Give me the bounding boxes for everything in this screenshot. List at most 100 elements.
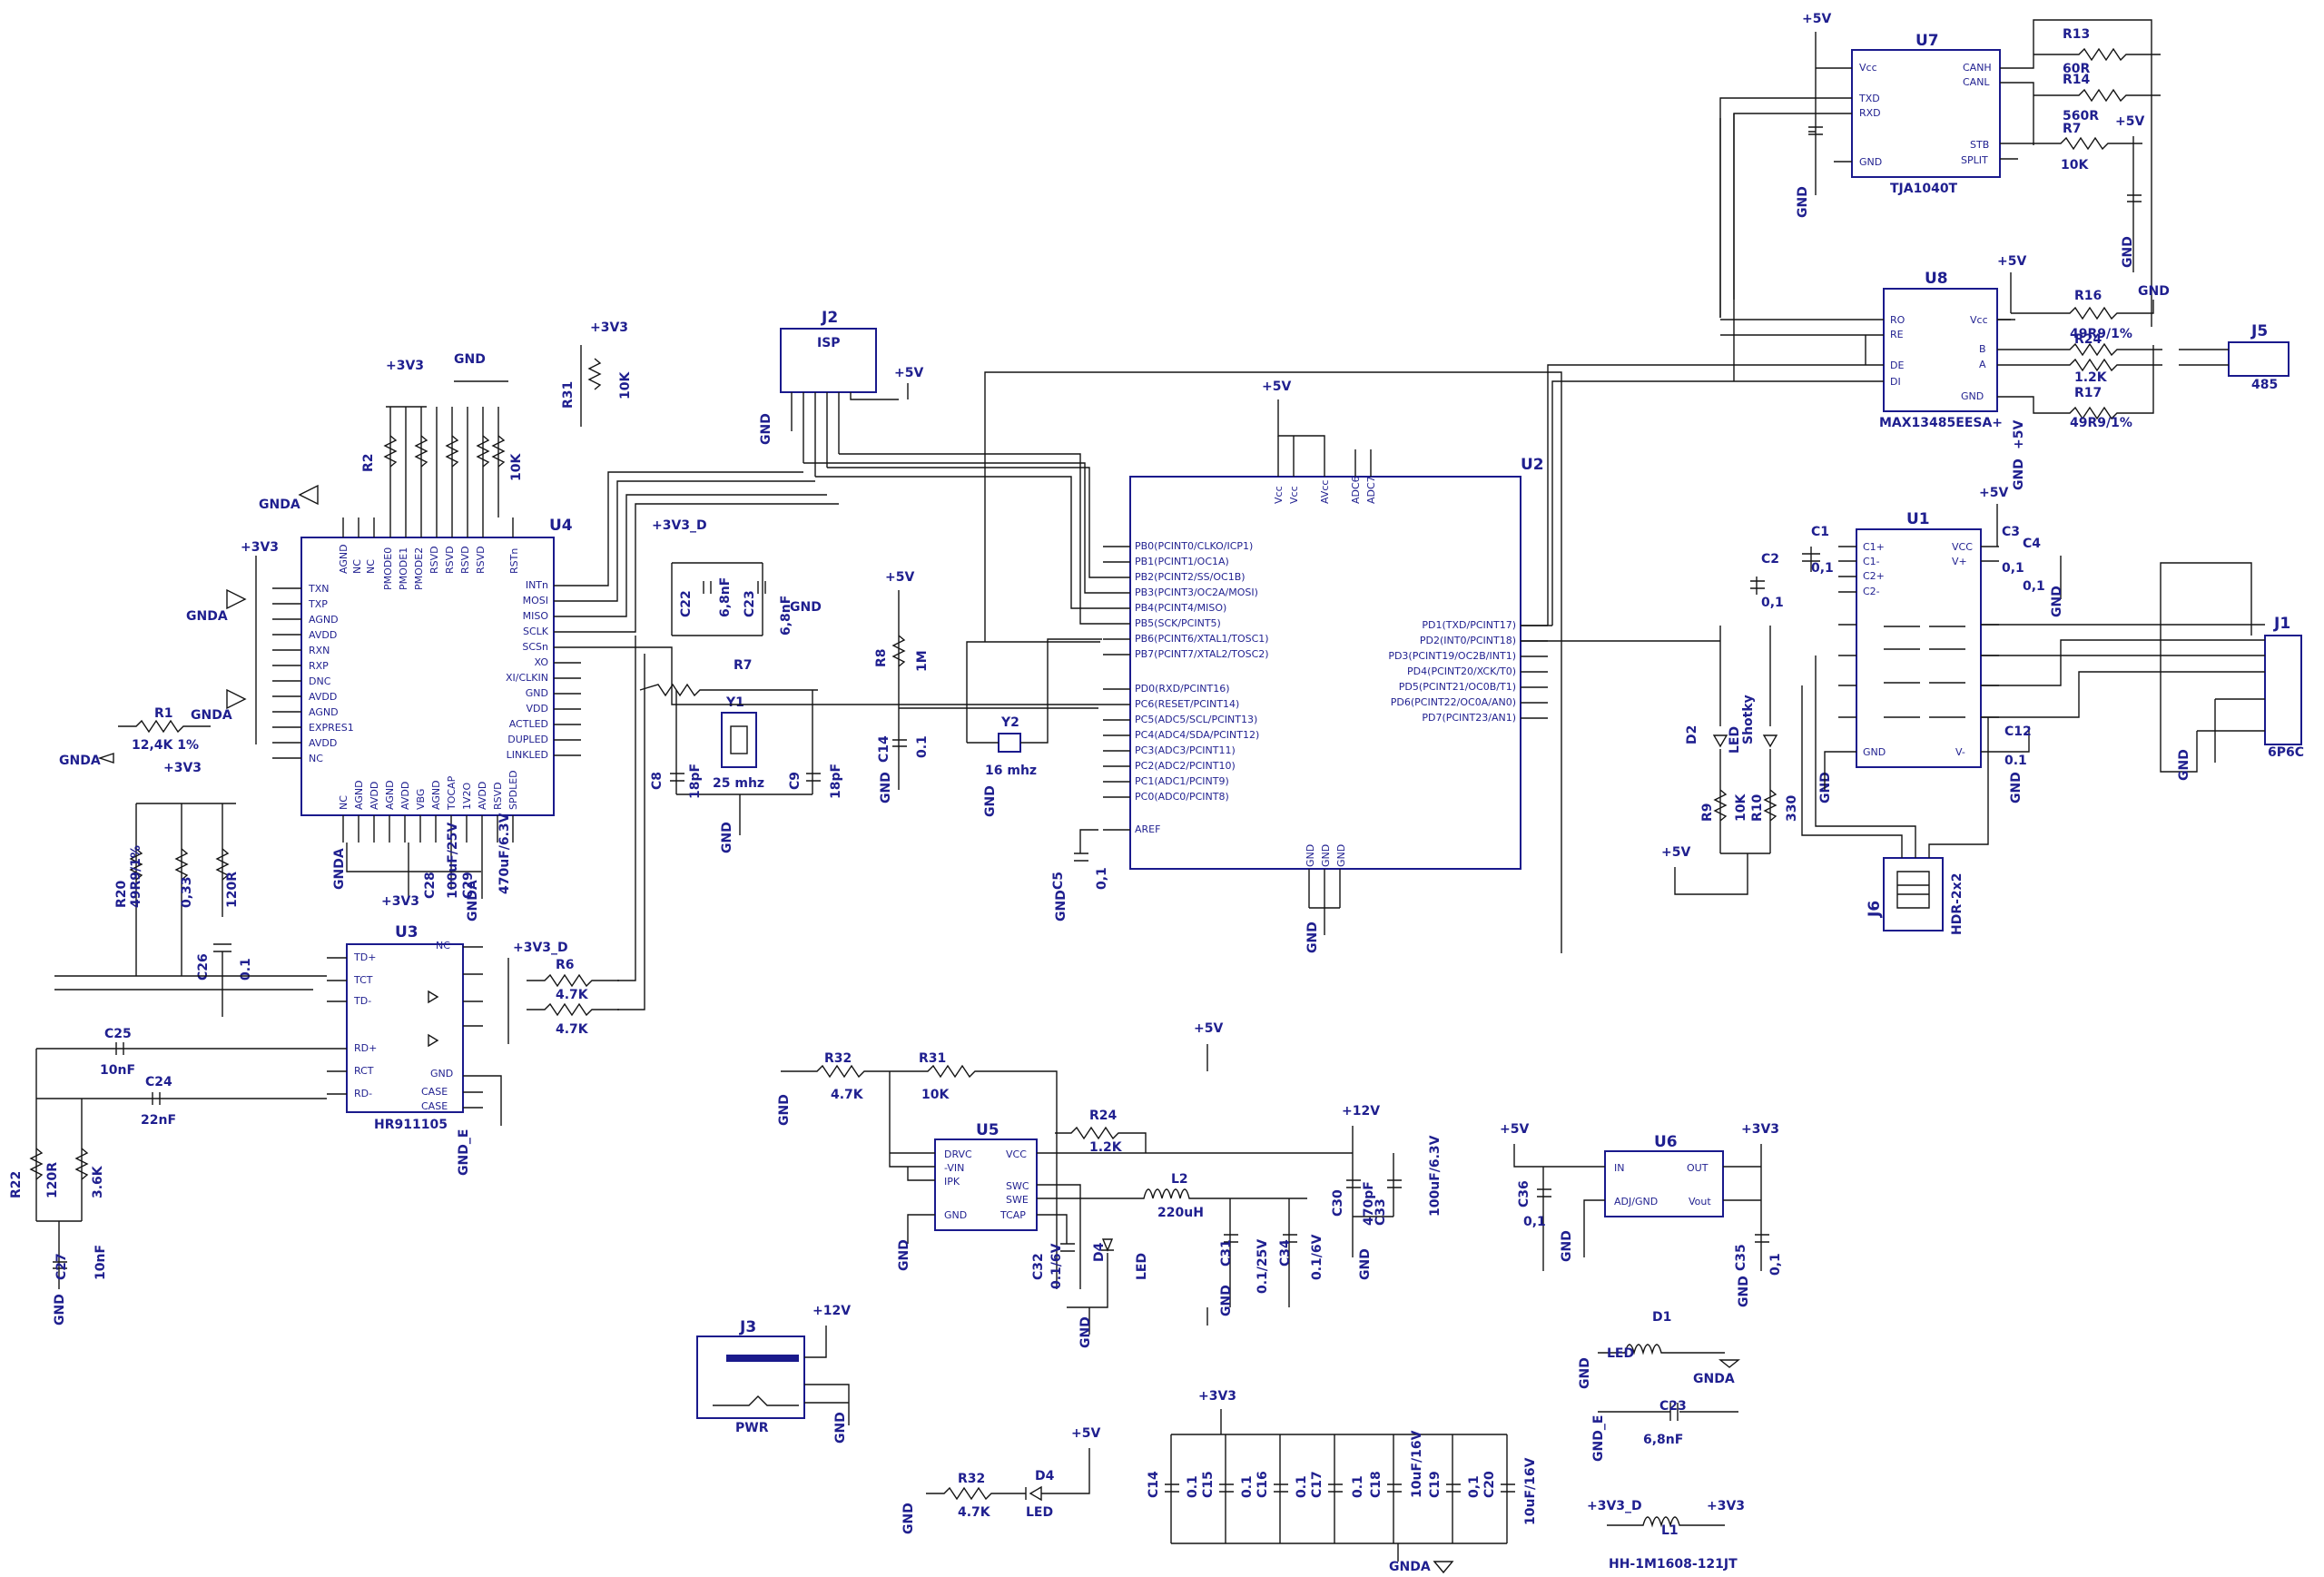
svg-text:R24: R24	[2074, 332, 2102, 347]
svg-text:0,33: 0,33	[180, 876, 194, 908]
termination-network: +3V3 R20 49R9/1% 0,33 120R C26 0.1	[54, 761, 327, 1017]
svg-text:PMODE1: PMODE1	[398, 547, 409, 590]
svg-text:LED: LED	[1728, 726, 1742, 754]
svg-text:R1: R1	[154, 706, 173, 721]
svg-text:GNDA: GNDA	[1693, 1372, 1735, 1386]
svg-text:NC: NC	[365, 559, 377, 574]
svg-text:+5V: +5V	[1997, 254, 2026, 269]
svg-text:J1: J1	[2273, 615, 2290, 633]
svg-text:C1: C1	[1811, 525, 1829, 539]
svg-text:CANL: CANL	[1963, 76, 1990, 88]
svg-text:AVDD: AVDD	[309, 629, 337, 641]
svg-text:J3: J3	[739, 1318, 756, 1336]
svg-text:0,1: 0,1	[1768, 1253, 1783, 1276]
svg-text:AVDD: AVDD	[309, 737, 337, 749]
svg-text:C27: C27	[54, 1253, 69, 1280]
svg-text:+5V: +5V	[1194, 1021, 1223, 1036]
power-led: R32 4.7K D4 LED +5V GND	[901, 1426, 1100, 1534]
svg-text:RXD: RXD	[1859, 107, 1881, 119]
svg-text:C12: C12	[2004, 724, 2032, 739]
svg-text:NC: NC	[436, 940, 450, 951]
svg-text:CANH: CANH	[1963, 62, 1992, 74]
bypass-cap-bank: +3V3 C14 0.1 C15 0.1 C16 0.1 C17 0.1 C18…	[1147, 1389, 1538, 1574]
svg-text:0.1: 0.1	[239, 958, 253, 981]
svg-text:R10: R10	[1750, 793, 1765, 822]
svg-text:LED: LED	[1607, 1346, 1634, 1361]
svg-text:PB4(PCINT4/MISO): PB4(PCINT4/MISO)	[1135, 602, 1226, 614]
u4-top-pins: AGND NC NC PMODE0 PMODE1 PMODE2 RSVD RSV…	[338, 544, 520, 590]
svg-text:RD+: RD+	[354, 1042, 377, 1054]
svg-text:+5V: +5V	[894, 366, 923, 380]
svg-text:+3V3: +3V3	[1198, 1389, 1236, 1404]
svg-text:J5: J5	[2250, 322, 2268, 340]
svg-text:R13: R13	[2063, 27, 2090, 42]
svg-text:10K: 10K	[2061, 158, 2089, 172]
svg-text:+3V3: +3V3	[163, 761, 202, 775]
svg-text:C26: C26	[196, 953, 211, 981]
svg-text:ACTLED: ACTLED	[509, 718, 548, 730]
svg-text:10uF/16V: 10uF/16V	[1410, 1430, 1424, 1498]
svg-text:HR911105: HR911105	[374, 1118, 448, 1132]
svg-text:485: 485	[2251, 378, 2278, 392]
svg-text:IN: IN	[1614, 1162, 1624, 1174]
svg-text:C36: C36	[1517, 1180, 1531, 1207]
svg-text:PMODE2: PMODE2	[413, 547, 425, 590]
svg-text:330: 330	[1785, 795, 1799, 822]
svg-text:LINKLED: LINKLED	[507, 749, 548, 761]
svg-text:PD2(INT0/PCINT18): PD2(INT0/PCINT18)	[1420, 635, 1516, 646]
svg-text:AGND: AGND	[309, 614, 339, 626]
rx-tx-caps: C25 10nF C24 22nF R22 120R 3.6K C27 10nF…	[9, 1027, 327, 1326]
svg-text:RSTn: RSTn	[508, 548, 520, 574]
svg-text:C23: C23	[1659, 1399, 1687, 1414]
svg-text:V-: V-	[1955, 746, 1965, 758]
svg-text:22nF: 22nF	[141, 1113, 176, 1128]
svg-text:TD-: TD-	[353, 995, 371, 1007]
svg-text:0,1: 0,1	[1095, 867, 1109, 890]
svg-text:C33: C33	[1374, 1198, 1388, 1226]
svg-text:GND: GND	[2050, 586, 2064, 617]
svg-text:6P6C: 6P6C	[2268, 745, 2304, 760]
svg-text:+3V3_D: +3V3_D	[513, 941, 568, 955]
svg-text:RD-: RD-	[354, 1088, 372, 1099]
reset-and-y2: +5V 1M R8 C14 0.1 GND Y2 16 mhz GND	[874, 570, 1102, 817]
svg-text:R9: R9	[1700, 803, 1715, 822]
svg-text:0.1: 0.1	[2004, 754, 2027, 768]
svg-text:GND: GND	[1796, 186, 1810, 218]
filter-components: D1 LED GNDA GND C23 6,8nF GND_E +3V3_D +…	[1578, 1310, 1745, 1572]
svg-text:0.1: 0.1	[1295, 1475, 1309, 1498]
svg-text:GND: GND	[1358, 1248, 1373, 1280]
svg-text:SPDLED: SPDLED	[507, 770, 519, 810]
svg-text:RSVD: RSVD	[459, 546, 471, 574]
svg-text:D4: D4	[1035, 1469, 1055, 1483]
svg-text:C1+: C1+	[1863, 541, 1885, 553]
svg-text:18pF: 18pF	[688, 764, 703, 799]
svg-text:3.6K: 3.6K	[91, 1165, 105, 1198]
svg-text:+5V: +5V	[1661, 845, 1690, 860]
svg-text:GNDA: GNDA	[191, 708, 232, 723]
svg-text:Y1: Y1	[725, 695, 744, 710]
svg-text:1.2K: 1.2K	[2074, 370, 2108, 385]
svg-text:ADC6: ADC6	[1350, 476, 1362, 504]
svg-text:R31: R31	[919, 1051, 946, 1066]
u3-magjack: U3 HR911105 TD+ TCT TD- RD+ RCT RD- NC G…	[327, 923, 568, 1176]
svg-text:C8: C8	[650, 772, 665, 790]
svg-text:PB7(PCINT7/XTAL2/TOSC2): PB7(PCINT7/XTAL2/TOSC2)	[1135, 648, 1269, 660]
svg-text:AVDD: AVDD	[369, 782, 380, 810]
svg-text:PC4(ADC4/SDA/PCINT12): PC4(ADC4/SDA/PCINT12)	[1135, 729, 1259, 741]
svg-text:AVDD: AVDD	[309, 691, 337, 703]
svg-text:R32: R32	[958, 1472, 985, 1486]
svg-text:RSVD: RSVD	[475, 546, 487, 574]
svg-text:GNDA: GNDA	[332, 848, 347, 890]
svg-text:C9: C9	[788, 772, 803, 790]
svg-text:GND: GND	[430, 1068, 453, 1079]
svg-text:+3V3: +3V3	[241, 540, 279, 555]
svg-text:PC2(ADC2/PCINT10): PC2(ADC2/PCINT10)	[1135, 760, 1236, 772]
svg-text:49R9/1%: 49R9/1%	[129, 845, 143, 908]
svg-text:PD6(PCINT22/OC0A/AN0): PD6(PCINT22/OC0A/AN0)	[1391, 696, 1516, 708]
svg-text:PC6(RESET/PCINT14): PC6(RESET/PCINT14)	[1135, 698, 1239, 710]
u4-bottom-caps: GNDA +3V3 C28 100uF/25V C29 470uF/6.3V G…	[332, 813, 512, 922]
svg-text:+12V: +12V	[812, 1304, 851, 1318]
isp-wiring	[581, 371, 1562, 953]
svg-text:C18: C18	[1369, 1471, 1384, 1498]
svg-text:+5V: +5V	[1500, 1122, 1529, 1137]
